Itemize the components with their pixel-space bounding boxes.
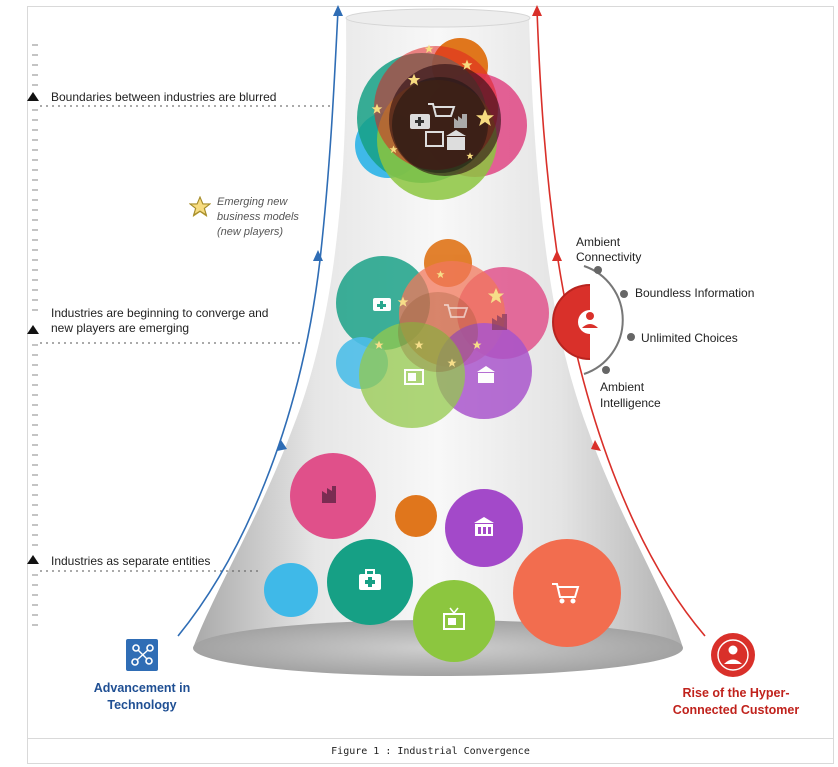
legend-star-line3: (new players) bbox=[217, 226, 284, 238]
tv-icon bbox=[425, 131, 444, 147]
intelligence-dot bbox=[602, 366, 610, 374]
figure-caption: Figure 1 : Industrial Convergence bbox=[28, 738, 833, 764]
stage-top-label: Boundaries between industries are blurre… bbox=[51, 90, 277, 104]
stage-middle-label-line2: new players are emerging bbox=[51, 321, 190, 335]
customer-icon bbox=[711, 633, 755, 677]
separate-industries bbox=[264, 453, 621, 662]
factory-icon bbox=[492, 314, 507, 330]
medical-bag-icon bbox=[410, 114, 430, 129]
connectivity-label-line2: Connectivity bbox=[576, 250, 642, 264]
customer-label: Rise of the Hyper- Connected Customer bbox=[665, 685, 807, 719]
retail-circle bbox=[513, 539, 621, 647]
shopping-cart-icon bbox=[428, 103, 456, 117]
customer-label-line2: Connected Customer bbox=[672, 703, 800, 717]
sky-blue-circle bbox=[264, 563, 318, 617]
medical-bag-icon bbox=[359, 569, 381, 590]
bank-icon bbox=[446, 130, 466, 150]
information-label: Boundless Information bbox=[635, 286, 755, 300]
stage-marker-top bbox=[27, 92, 332, 107]
connectivity-dot bbox=[594, 266, 602, 274]
bank-icon bbox=[477, 366, 495, 383]
technology-label: Advancement in Technology bbox=[82, 680, 202, 714]
factory-icon bbox=[454, 114, 467, 128]
information-dot bbox=[620, 290, 628, 298]
technology-label-line1: Advancement in bbox=[93, 681, 191, 695]
stage-bottom-label: Industries as separate entities bbox=[51, 554, 211, 568]
legend-star-line1: Emerging new bbox=[217, 196, 288, 208]
medical-bag-icon bbox=[373, 298, 391, 311]
connectivity-label-line1: Ambient bbox=[576, 235, 621, 249]
technology-label-line2: Technology bbox=[107, 698, 177, 712]
stage-middle-label-line1: Industries are beginning to converge and bbox=[51, 306, 269, 320]
tv-icon bbox=[443, 607, 465, 630]
bank-icon bbox=[474, 517, 494, 536]
intelligence-label-line2: Intelligence bbox=[600, 396, 661, 410]
orange-circle bbox=[395, 495, 437, 537]
choices-dot bbox=[627, 333, 635, 341]
tv-icon bbox=[404, 369, 424, 385]
stage-marker-middle bbox=[27, 325, 300, 344]
customer-hub bbox=[552, 265, 635, 375]
choices-label: Unlimited Choices bbox=[641, 331, 738, 345]
customer-label-line1: Rise of the Hyper- bbox=[682, 686, 790, 700]
converging-industries bbox=[336, 239, 549, 428]
technology-icon bbox=[126, 639, 158, 671]
factory-icon bbox=[322, 486, 336, 503]
shopping-cart-icon bbox=[444, 304, 469, 318]
scale-ruler bbox=[32, 44, 38, 626]
intelligence-label-line1: Ambient bbox=[600, 380, 645, 394]
legend-star-line2: business models bbox=[217, 211, 299, 223]
blurred-industries bbox=[355, 38, 527, 200]
shopping-cart-icon bbox=[552, 583, 580, 604]
technology-arrow bbox=[177, 5, 343, 637]
